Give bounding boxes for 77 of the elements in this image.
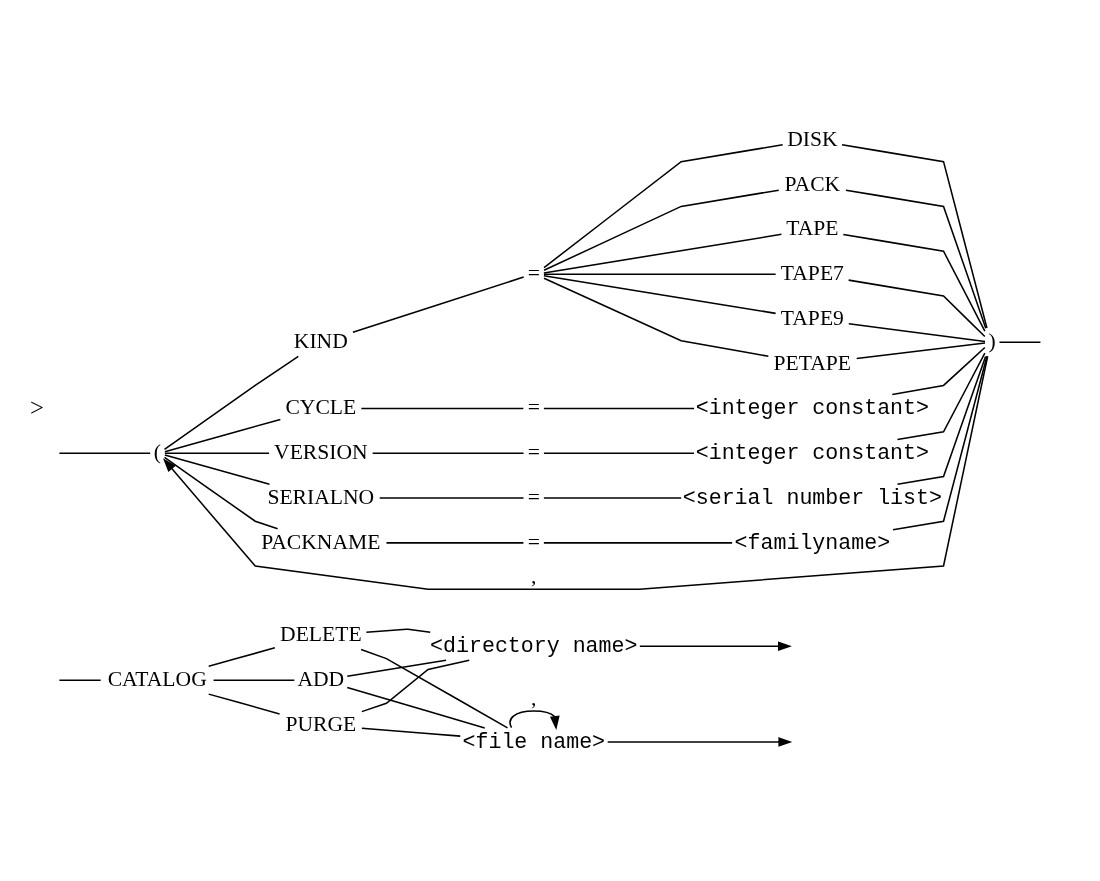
- node-text: TAPE: [786, 215, 839, 240]
- node-text: VERSION: [274, 439, 368, 464]
- node-text: ): [988, 328, 996, 353]
- connector: [212, 678, 296, 681]
- connector: [845, 188, 987, 329]
- node-text: PURGE: [285, 711, 357, 736]
- node-text: TAPE9: [780, 305, 844, 330]
- node-text: =: [527, 529, 540, 554]
- connector: [163, 355, 300, 450]
- connector: [346, 686, 486, 729]
- connector: [543, 274, 777, 314]
- node-text: <integer constant>: [695, 395, 929, 420]
- connector: [361, 726, 461, 737]
- connector: [378, 496, 525, 499]
- connector: [207, 692, 281, 715]
- node-text: ADD: [297, 666, 345, 691]
- node-text: PACKNAME: [261, 529, 381, 554]
- connector: [361, 659, 471, 712]
- node-text: PETAPE: [773, 350, 852, 375]
- arrow: [606, 736, 793, 747]
- connector: [543, 273, 777, 275]
- node-text: PACK: [784, 171, 841, 196]
- node-text: CYCLE: [285, 394, 357, 419]
- node-text: TAPE7: [780, 260, 844, 285]
- connector: [164, 452, 270, 454]
- arrow: [509, 709, 560, 730]
- node-text: DELETE: [280, 621, 362, 646]
- connector: [360, 407, 525, 409]
- arrow: [639, 640, 792, 651]
- connector: [543, 541, 733, 544]
- node-text: DISK: [787, 126, 838, 151]
- connector: [543, 452, 695, 454]
- connector: [58, 452, 151, 454]
- connector: [164, 418, 282, 452]
- connector: [164, 453, 271, 485]
- node-text: <familyname>: [734, 530, 891, 555]
- node-text: =: [527, 484, 540, 509]
- connector: [543, 143, 784, 268]
- connector: [847, 278, 986, 337]
- connector: [365, 628, 431, 633]
- connector: [543, 277, 770, 357]
- connector: [543, 407, 695, 409]
- connector: [842, 233, 986, 332]
- connector: [385, 541, 525, 544]
- node-text: =: [527, 394, 540, 419]
- connector: [855, 341, 986, 359]
- edge-label: ,: [531, 563, 537, 588]
- label: >: [29, 393, 44, 421]
- connector: [891, 346, 986, 395]
- connector: [892, 355, 988, 530]
- connector: [896, 355, 987, 485]
- node-text: (: [153, 439, 161, 464]
- node-text: <file name>: [462, 729, 606, 754]
- connector: [896, 351, 986, 440]
- connector: [371, 452, 525, 454]
- arrow: [163, 354, 989, 590]
- connector: [848, 322, 986, 342]
- node-text: <serial number list>: [682, 485, 942, 510]
- node-text: KIND: [293, 328, 348, 353]
- connector: [207, 646, 276, 667]
- connector: [346, 658, 447, 677]
- connector: [543, 496, 682, 499]
- node-text: CATALOG: [107, 666, 207, 691]
- connector: [543, 188, 780, 271]
- connector: [352, 275, 525, 333]
- connector: [998, 340, 1042, 343]
- edge-label: ,: [531, 685, 537, 710]
- connector: [841, 143, 988, 329]
- connector: [163, 456, 279, 530]
- connector: [360, 648, 509, 729]
- node-text: <integer constant>: [695, 440, 929, 465]
- node-text: =: [527, 439, 540, 464]
- connector: [58, 678, 102, 681]
- node-text: SERIALNO: [267, 484, 375, 509]
- node-text: <directory name>: [430, 633, 638, 658]
- connector: [543, 233, 783, 274]
- node-text: =: [527, 260, 540, 285]
